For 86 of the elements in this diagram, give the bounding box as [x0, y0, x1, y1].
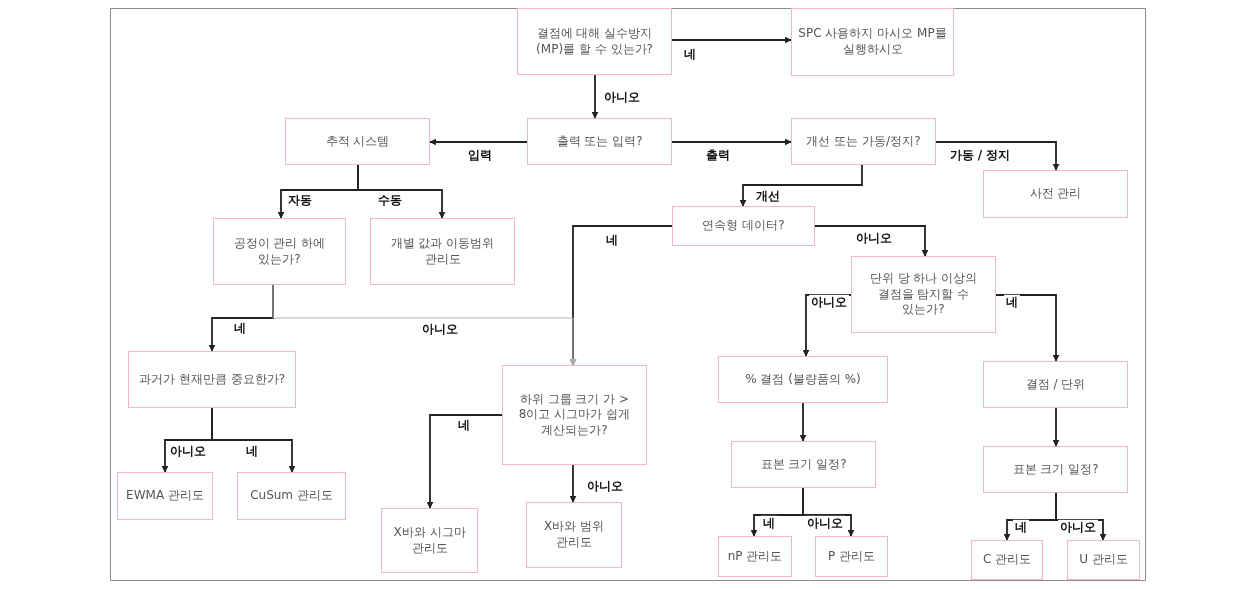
box-text: 개선 또는 가동/정지?: [806, 133, 921, 150]
arrow: [569, 464, 577, 503]
process-box: [237, 472, 346, 520]
edge-label: 자동: [286, 192, 314, 208]
arrow: [799, 402, 807, 442]
edge-label: 네: [604, 232, 620, 248]
edge-label: 아니오: [854, 230, 894, 246]
box-text: 개별 값과 이동범위 관리도: [389, 235, 496, 268]
edge-label: 출력: [704, 147, 732, 163]
edge-label: 개선: [754, 188, 782, 204]
arrow: [591, 74, 599, 119]
edge-label: 아니오: [585, 478, 625, 494]
arrow: [671, 138, 792, 146]
edge-label: 네: [456, 417, 472, 433]
box-text: X바와 시그마 관리도: [392, 524, 467, 557]
edge-label: 아니오: [602, 89, 642, 105]
process-box: [517, 8, 672, 75]
process-box: [381, 508, 478, 573]
edge-label: 네: [232, 320, 248, 336]
process-box: [128, 351, 296, 408]
box-text: C 관리도: [982, 552, 1032, 568]
process-box: [815, 536, 888, 577]
process-box: [718, 356, 888, 403]
box-text: CuSum 관리도: [250, 488, 333, 504]
edge-label: 네: [1013, 519, 1029, 535]
process-box: [370, 218, 515, 285]
arrow: [802, 487, 855, 537]
arrow: [739, 164, 863, 207]
box-text: 표본 크기 일정?: [760, 456, 847, 473]
arrow: [272, 284, 577, 366]
process-box: [971, 540, 1043, 580]
process-box: [1067, 540, 1140, 580]
process-box: [213, 218, 346, 285]
edge-label: 아니오: [1058, 519, 1098, 535]
box-text: SPC 사용하지 마시오 MP를 실행하시오: [798, 26, 947, 58]
arrow: [995, 294, 1060, 362]
process-box: [502, 365, 647, 465]
arrow: [357, 164, 446, 219]
box-text: 과거가 현재만큼 중요한가?: [139, 371, 285, 388]
edge-label: 수동: [376, 192, 404, 208]
arrow: [426, 414, 503, 509]
edge-label: 네: [1004, 294, 1020, 310]
edge-label: 네: [761, 515, 777, 531]
process-box: [791, 8, 954, 76]
box-text: 사전 관리: [1029, 186, 1082, 202]
box-text: 하위 그룹 크기 가 > 8이고 시그마가 쉽게 계산되는가?: [517, 391, 632, 439]
edge-label: 아니오: [809, 294, 849, 310]
process-box: [983, 170, 1128, 218]
process-box: [526, 502, 622, 568]
arrow: [814, 225, 929, 257]
box-text: 연속형 데이터?: [702, 218, 785, 234]
box-text: U 관리도: [1079, 552, 1128, 568]
box-text: 추적 시스템: [325, 133, 390, 150]
process-box: [791, 118, 936, 165]
process-box: [117, 472, 213, 520]
process-box: [731, 441, 876, 488]
edge-label: 네: [682, 46, 698, 62]
arrow: [935, 141, 1060, 171]
process-box: [983, 361, 1128, 408]
box-text: 표본 크기 일정?: [1012, 461, 1099, 478]
arrow: [1052, 407, 1060, 447]
arrow: [208, 284, 274, 352]
arrow: [211, 407, 296, 473]
arrow: [671, 36, 792, 44]
process-box: [851, 256, 996, 333]
box-text: X바와 범위 관리도: [542, 519, 605, 551]
box-text: 공정이 관리 하에 있는가?: [232, 235, 327, 268]
process-box: [672, 206, 815, 246]
edge-label: 아니오: [420, 321, 460, 337]
edge-label: 네: [244, 443, 260, 459]
box-text: 결점에 대해 실수방지(MP)를 할 수 있는가?: [535, 25, 654, 58]
box-text: 출력 또는 입력?: [556, 133, 643, 150]
box-text: 단위 당 하나 이상의 결점을 탐지할 수 있는가?: [868, 271, 979, 318]
edge-label: 입력: [466, 147, 494, 163]
edge-label: 아니오: [168, 443, 208, 459]
edge-label: 아니오: [805, 515, 845, 531]
box-text: % 결점 (불량품의 %): [745, 371, 861, 388]
process-box: [285, 118, 430, 165]
process-box: [983, 446, 1128, 493]
box-text: P 관리도: [827, 548, 876, 565]
process-box: [527, 118, 672, 165]
box-text: nP 관리도: [727, 548, 783, 565]
arrow: [429, 138, 528, 146]
box-text: EWMA 관리도: [126, 488, 204, 504]
process-box: [718, 536, 792, 577]
box-text: 결점 / 단위: [1025, 376, 1086, 393]
